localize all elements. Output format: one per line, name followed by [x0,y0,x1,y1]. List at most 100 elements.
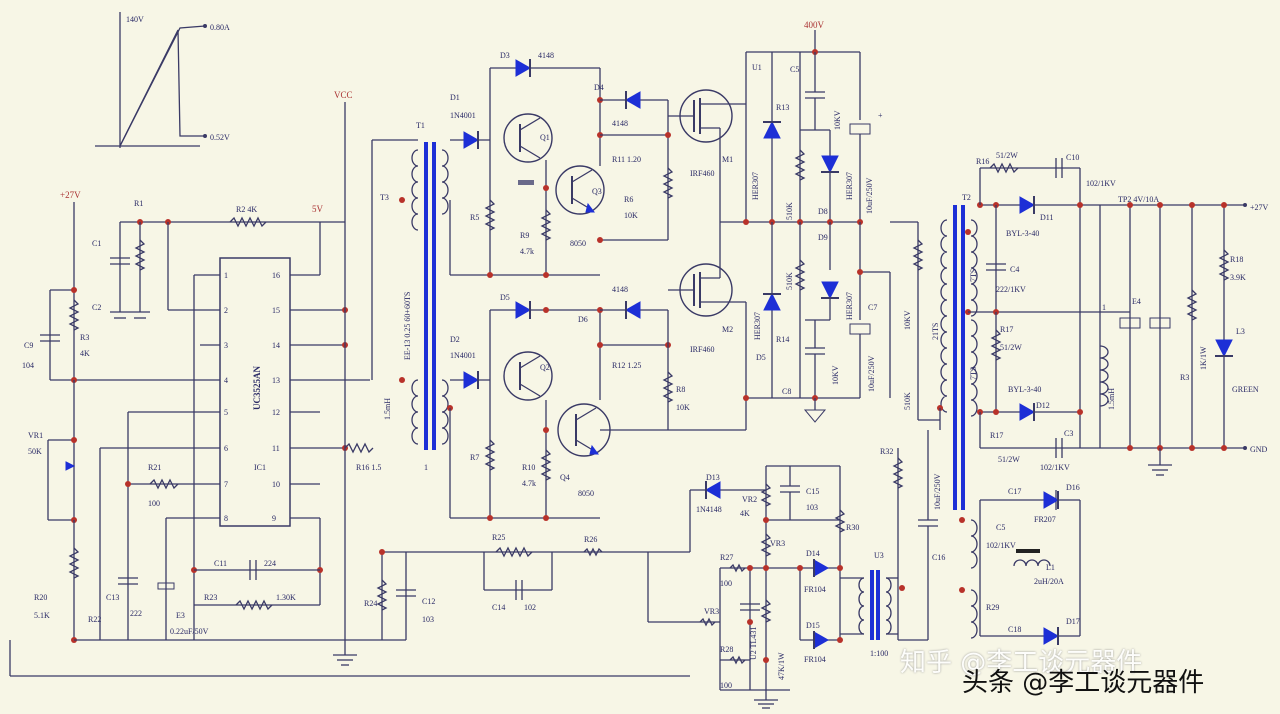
d5-label: D5 [500,293,510,302]
c13-label: C13 [106,593,119,602]
c12-value: 103 [422,615,434,624]
t2-sec1: 7TS [969,269,978,282]
c16-label: C16 [932,553,945,562]
r17-label: R17 [990,431,1003,440]
c6-value: 10KV [831,365,840,385]
wave-i-bot-label: 0.52V [210,133,230,142]
c10-label: C10 [1066,153,1079,162]
upper-gate-driver: D1 1N4001 R5 D3 4148 Q1 Q3 8050 R9 4.7k [449,51,747,278]
c11-label: C11 [214,559,227,568]
t3-label: T3 [380,193,389,202]
chv2-value: 10uF/250V [867,355,876,392]
q3-label: Q3 [592,187,602,196]
main-transformer: 10KV 510K T2 21TS 10uF/250V C16 R32 7TS … [880,193,978,641]
m2-value: IRF460 [690,345,714,354]
l2-label: 1 [1102,303,1106,312]
q2-transistor [503,351,553,401]
c15-value: 103 [806,503,818,512]
c9-label: C9 [24,341,33,350]
c18-label: C18 [1008,625,1021,634]
r23-value: 1.30K [276,593,296,602]
r3-label: R3 [80,333,89,342]
r27-value: 100 [720,579,732,588]
d10-value: HER307 [845,292,854,320]
d17-label: D17 [1066,617,1080,626]
r22-label: R22 [88,615,101,624]
ic-pin-15: 15 [272,306,280,315]
ic-pin-9: 9 [272,514,276,523]
ic-pin-7: 7 [224,480,228,489]
d1-label: D1 [450,93,460,102]
r-label: R32 [880,447,893,456]
c5-plus: + [878,111,883,120]
ic-pin-14: 14 [272,341,280,350]
driver-transformer: T1 T3 EE-13 0.25 60+60TS 1.5mH 1 [371,121,453,472]
ic-pin-5: 5 [224,408,228,417]
r10-value: 4.7k [522,479,536,488]
c1-label: C1 [92,239,101,248]
r5-label: R5 [470,213,479,222]
d9-label: D5 [756,353,766,362]
d1-value: 1N4001 [450,111,476,120]
c2-label: C2 [92,303,101,312]
c3-label: C3 [1064,429,1073,438]
r3-value: 4K [80,349,90,358]
watermark-zhihu: 知乎 @李工谈元器件 [900,648,1143,678]
q1-transistor [503,113,553,163]
r30-label: R30 [846,523,859,532]
lower-gate-driver: D2 1N4001 R7 D5 Q2 Q4 8050 R10 4.7k [449,221,860,521]
c10-value: 102/1KV [1086,179,1116,188]
v400-label: 400V [804,20,825,30]
r10-label: R10 [522,463,535,472]
c12-label: C12 [422,597,435,606]
c8-label: C8 [782,387,791,396]
d9-value: HER307 [753,312,762,340]
l1-value: 2uH/20A [1034,577,1064,586]
q3-transistor [555,165,605,215]
r28-label: R28 [720,645,733,654]
t1-pin: 1 [424,463,428,472]
d15-label: D15 [806,621,820,630]
c13-value: 222 [130,609,142,618]
rl1-value: 1K/1W [1199,346,1208,370]
d8-value: HER307 [845,172,854,200]
u3-ratio: 1:100 [870,649,888,658]
d2-value: 1N4001 [450,351,476,360]
wave-v-label: 140V [126,15,144,24]
r13-label: R13 [776,103,789,112]
m2-label: M2 [722,325,733,334]
feedback-section: D13 1N4148 VR2 4K C15 103 R30 VR3 R27 10… [647,465,905,709]
vr3-label: VR3 [770,539,785,548]
d3-value: 4148 [538,51,554,60]
d14-value: FR104 [804,585,826,594]
r17-value: 51/2W [998,455,1020,464]
q4-value: 8050 [578,489,594,498]
m1-value: IRF460 [690,169,714,178]
c4-label: C4 [1010,265,1019,274]
r27-label: R27 [720,553,733,562]
d14-label: D14 [806,549,820,558]
v5-label: 5V [312,204,324,214]
hv-bridge: 400V U1 C5 R13 HER307 510K 10KV HER307 D… [743,20,891,423]
e3-value: 0.22uF/50V [170,627,209,636]
t1-spec: EE-13 0.25 60+60TS [403,292,412,360]
c17-label: C17 [1008,487,1021,496]
ic-pin-12: 12 [272,408,280,417]
ic-pin-13: 13 [272,376,280,385]
d2-label: D2 [450,335,460,344]
wave-i-top-label: 0.80A [210,23,230,32]
rt2-value: 510K [903,392,912,410]
t2-sec2: 7TS [969,367,978,380]
ic-pin-2: 2 [224,306,228,315]
watermark-toutiao: 头条 @李工谈元器件 [962,668,1205,698]
l1-label: L1 [1046,563,1055,572]
r8-label: R8 [676,385,685,394]
r21-value: 100 [148,499,160,508]
r20-value: 5.1K [34,611,50,620]
c5-label: C5 [790,65,799,74]
l2-value: 1.5mH [1107,388,1116,410]
out-label: +27V [1250,203,1269,212]
m1-label: M1 [722,155,733,164]
r24-label: R24 [364,599,377,608]
